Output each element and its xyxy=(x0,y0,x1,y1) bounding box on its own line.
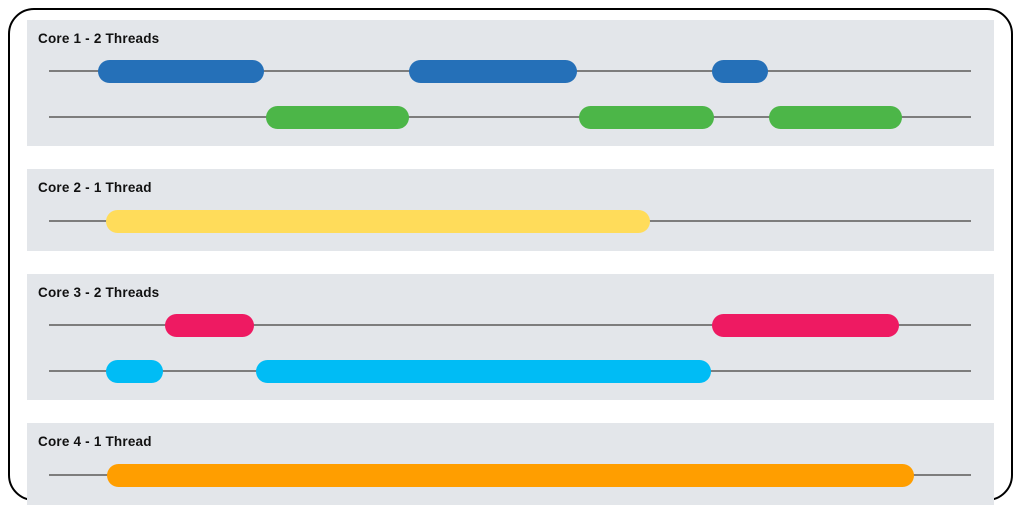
execution-segment xyxy=(165,313,254,337)
timeline-line xyxy=(49,324,971,326)
execution-segment xyxy=(711,313,900,337)
core-1-thread-2-row xyxy=(27,94,994,140)
execution-segment xyxy=(107,463,914,487)
execution-segment xyxy=(106,359,164,383)
core-4-thread-1-row xyxy=(27,451,994,499)
core-1-thread-1-row xyxy=(27,48,994,94)
core-panel-1: Core 1 - 2 Threads xyxy=(27,20,994,146)
execution-segment xyxy=(256,359,711,383)
execution-segment xyxy=(97,59,264,83)
timeline-line xyxy=(49,116,971,118)
execution-segment xyxy=(769,105,902,129)
execution-segment xyxy=(265,105,409,129)
execution-segment xyxy=(408,59,578,83)
core-2-thread-1-row xyxy=(27,197,994,245)
core-panel-4: Core 4 - 1 Thread xyxy=(27,423,994,505)
execution-segment xyxy=(711,59,769,83)
core-3-thread-2-row xyxy=(27,348,994,394)
core-panel-2: Core 2 - 1 Thread xyxy=(27,169,994,251)
core-panel-4-label: Core 4 - 1 Thread xyxy=(38,434,152,449)
core-panel-3-label: Core 3 - 2 Threads xyxy=(38,285,160,300)
core-panel-3: Core 3 - 2 Threads xyxy=(27,274,994,400)
execution-segment xyxy=(106,209,651,233)
core-3-thread-1-row xyxy=(27,302,994,348)
core-panel-2-label: Core 2 - 1 Thread xyxy=(38,180,152,195)
core-panel-1-label: Core 1 - 2 Threads xyxy=(38,31,160,46)
execution-segment xyxy=(579,105,714,129)
